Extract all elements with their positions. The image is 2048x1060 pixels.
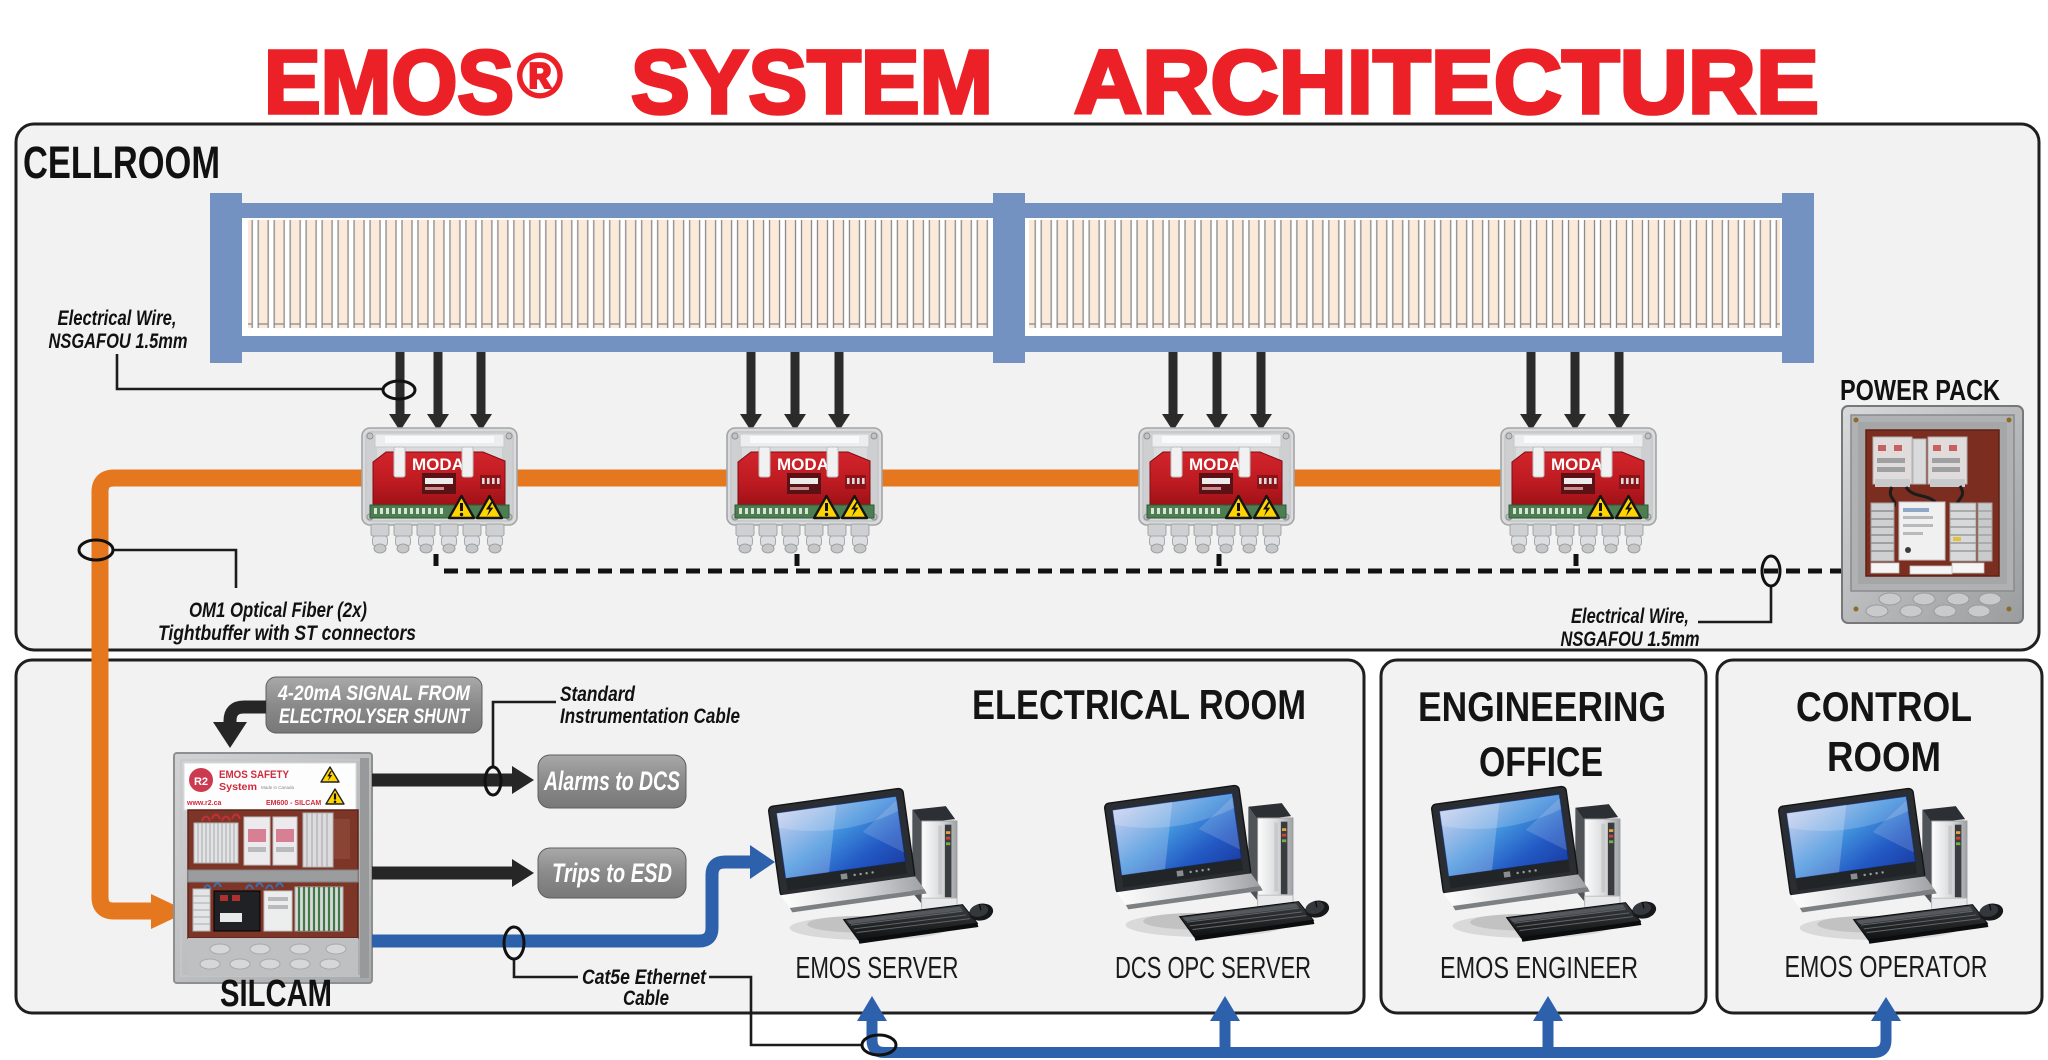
svg-text:Tightbuffer with ST connectors: Tightbuffer with ST connectors [158,622,416,645]
svg-text:SYSTEM: SYSTEM [631,33,993,133]
svg-text:NSGAFOU 1.5mm: NSGAFOU 1.5mm [49,330,188,353]
svg-text:Cable: Cable [623,987,669,1010]
svg-text:www.r2.ca: www.r2.ca [186,800,221,807]
svg-text:EMOS OPERATOR: EMOS OPERATOR [1785,949,1988,984]
svg-text:DCS OPC SERVER: DCS OPC SERVER [1115,950,1311,985]
svg-text:ROOM: ROOM [1827,733,1941,780]
svg-text:System: System [219,782,257,793]
svg-text:ELECTRICAL ROOM: ELECTRICAL ROOM [972,681,1306,728]
svg-text:OFFICE: OFFICE [1479,738,1603,785]
svg-text:ARCHITECTURE: ARCHITECTURE [1074,33,1819,133]
svg-text:Alarms to DCS: Alarms to DCS [543,766,680,796]
svg-text:Trips to ESD: Trips to ESD [552,858,672,888]
svg-text:4-20mA SIGNAL FROM: 4-20mA SIGNAL FROM [277,682,470,705]
svg-text:Standard: Standard [560,683,636,706]
svg-text:EM600 - SILCAM: EM600 - SILCAM [266,800,321,807]
svg-text:Electrical Wire,: Electrical Wire, [58,307,177,330]
svg-text:CELLROOM: CELLROOM [23,137,220,188]
svg-text:R2: R2 [194,776,208,788]
svg-text:SILCAM: SILCAM [220,973,332,1015]
svg-text:ENGINEERING: ENGINEERING [1418,683,1666,730]
svg-text:EMOS ENGINEER: EMOS ENGINEER [1440,950,1638,985]
svg-text:NSGAFOU 1.5mm: NSGAFOU 1.5mm [1561,628,1700,651]
svg-text:Made in Canada: Made in Canada [261,785,295,790]
svg-text:Cat5e Ethernet: Cat5e Ethernet [582,966,707,989]
svg-text:EMOS: EMOS [264,33,514,133]
svg-text:EMOS SERVER: EMOS SERVER [796,950,959,985]
svg-text:Instrumentation Cable: Instrumentation Cable [560,705,740,728]
svg-text:ELECTROLYSER SHUNT: ELECTROLYSER SHUNT [279,705,471,728]
svg-text:CONTROL: CONTROL [1796,683,1972,730]
svg-text:POWER PACK: POWER PACK [1840,375,2000,407]
svg-text:Electrical Wire,: Electrical Wire, [1571,605,1689,628]
svg-text:OM1 Optical Fiber (2x): OM1 Optical Fiber (2x) [189,599,367,622]
svg-text:EMOS SAFETY: EMOS SAFETY [219,769,290,781]
svg-text:®: ® [517,42,563,111]
